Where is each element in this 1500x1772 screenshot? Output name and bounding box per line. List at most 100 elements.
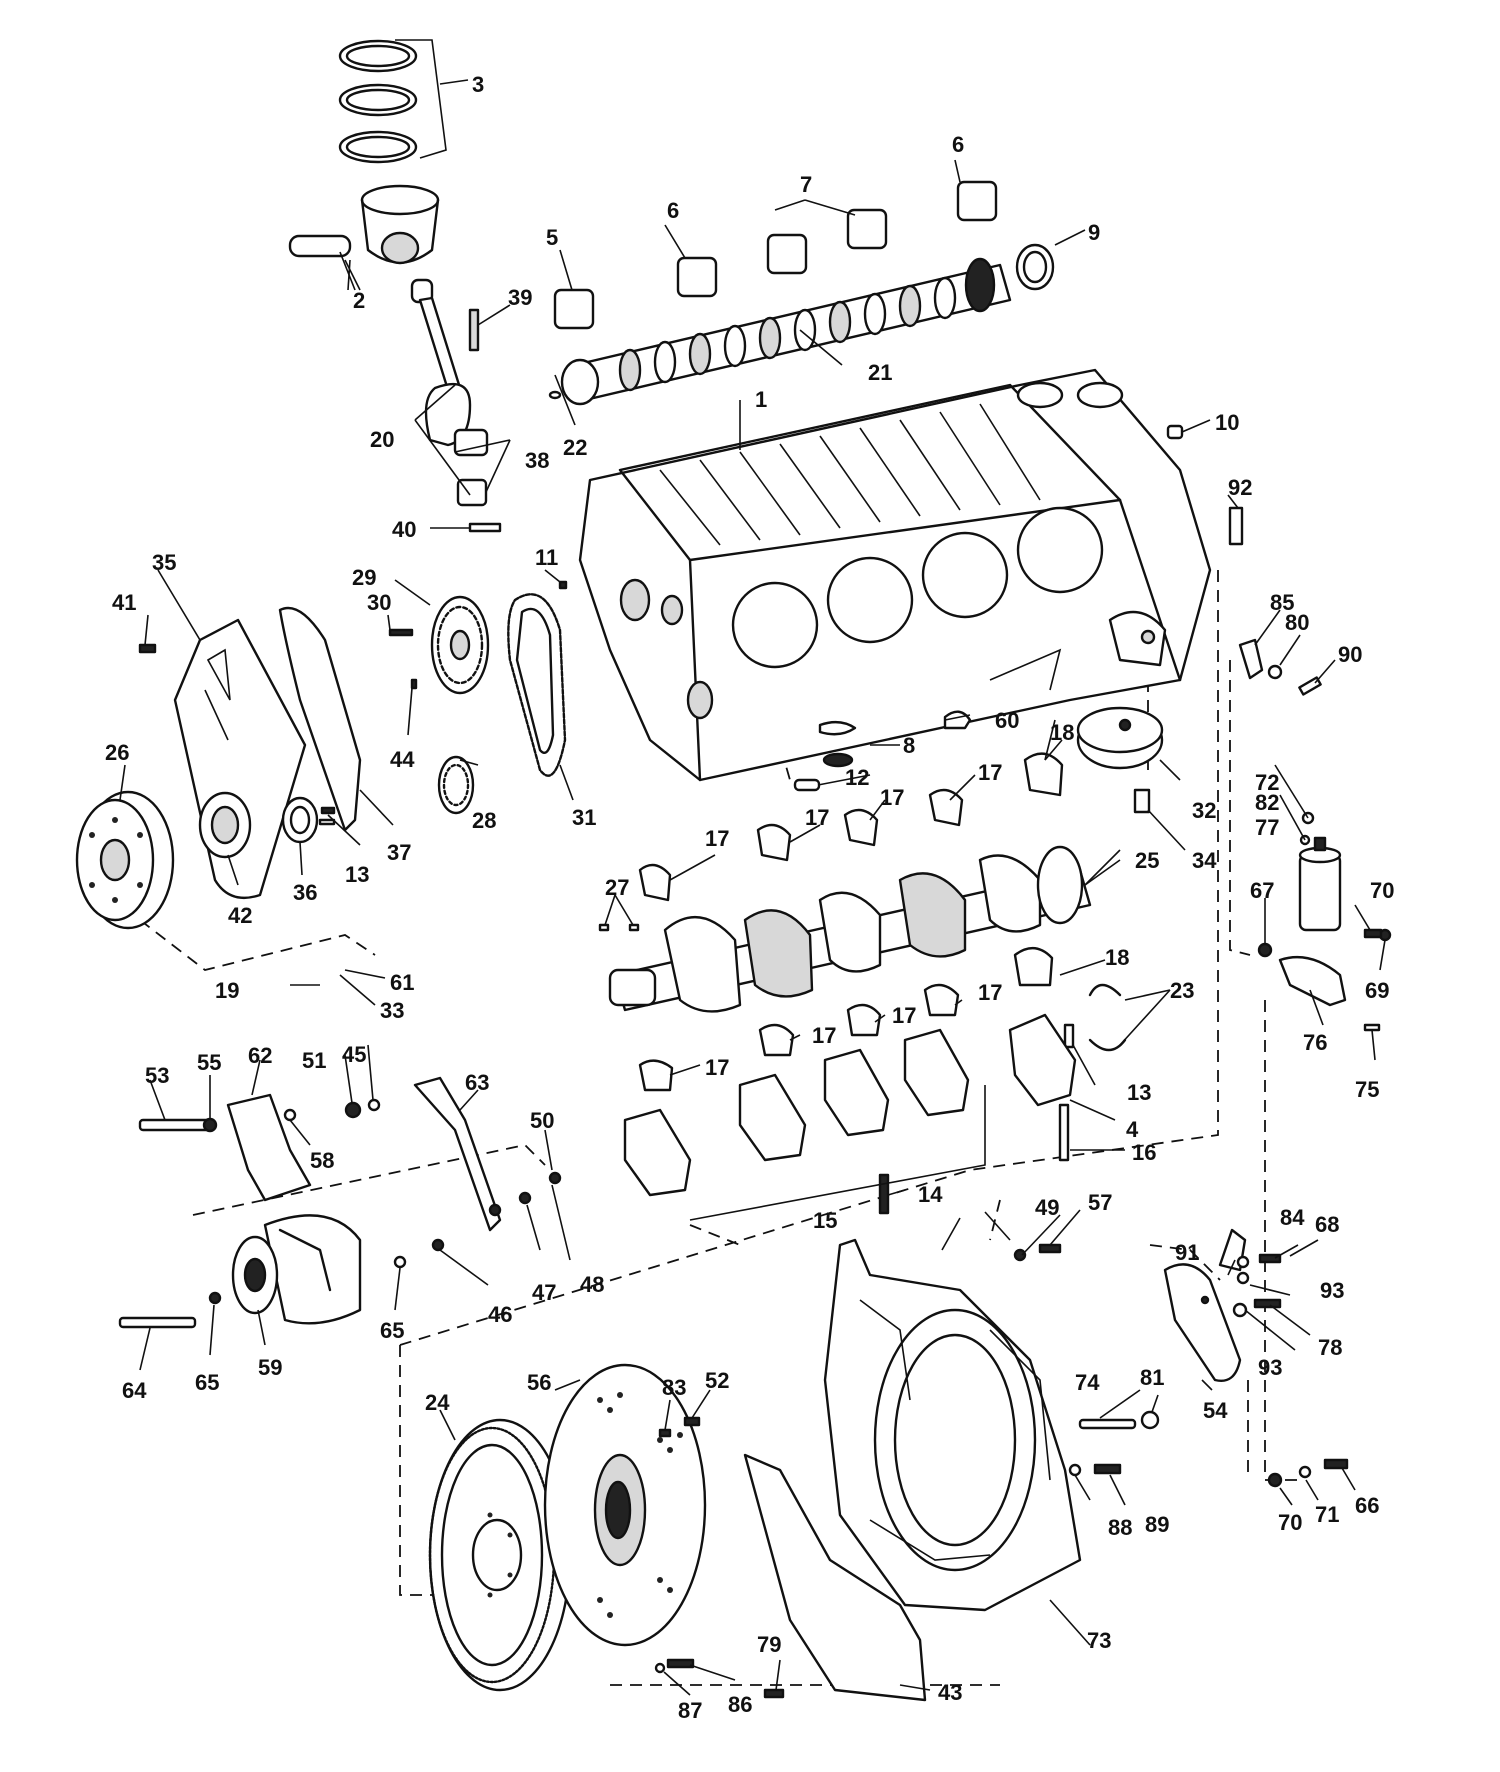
mount-bracket-85 [1238, 638, 1322, 696]
callout-17d: 17 [978, 760, 1002, 785]
main-bearing-shells-upper [638, 752, 1064, 902]
callout-91: 91 [1175, 1240, 1199, 1265]
callout-60: 60 [995, 708, 1019, 733]
callout-82: 82 [1255, 790, 1279, 815]
flywheel-bolts [654, 1658, 695, 1674]
callout-13b: 13 [1127, 1080, 1151, 1105]
callout-21: 21 [868, 360, 892, 385]
leader-lines [119, 79, 1386, 1696]
callout-18a: 18 [1050, 720, 1074, 745]
callout-17g: 17 [892, 1003, 916, 1028]
callout-39: 39 [508, 285, 532, 310]
callout-90: 90 [1338, 642, 1362, 667]
callout-55: 55 [197, 1050, 221, 1075]
callout-10: 10 [1215, 410, 1239, 435]
clutch-disc [543, 1363, 707, 1647]
callout-78: 78 [1318, 1335, 1342, 1360]
key-13 [318, 818, 336, 826]
crank-sprocket [437, 755, 475, 815]
callout-85: 85 [1270, 590, 1294, 615]
callout-77: 77 [1255, 815, 1279, 840]
oil-screen-plate [1076, 706, 1164, 814]
adjusting-strap [413, 1076, 562, 1232]
callout-63: 63 [465, 1070, 489, 1095]
ignition-coil [1298, 811, 1342, 932]
piston [288, 184, 440, 291]
cam-bearings [553, 180, 1055, 330]
callout-35: 35 [152, 550, 176, 575]
bolt-30 [388, 628, 414, 637]
timing-cover-gasket [278, 606, 362, 844]
callout-17b: 17 [805, 805, 829, 830]
crankshaft [598, 845, 1092, 1013]
callout-57: 57 [1088, 1190, 1112, 1215]
callout-75: 75 [1355, 1077, 1379, 1102]
callout-16: 16 [1132, 1140, 1156, 1165]
callout-83: 83 [662, 1375, 686, 1400]
callout-41: 41 [112, 590, 136, 615]
callout-93a: 93 [1320, 1278, 1344, 1303]
callout-29: 29 [352, 565, 376, 590]
callout-26: 26 [105, 740, 129, 765]
callout-51: 51 [302, 1048, 326, 1073]
callout-31: 31 [572, 805, 596, 830]
callout-88: 88 [1108, 1515, 1132, 1540]
callout-12: 12 [845, 765, 869, 790]
callout-34: 34 [1192, 848, 1217, 873]
callout-6a: 6 [667, 198, 679, 223]
callout-7: 7 [800, 172, 812, 197]
main-bearing-caps [623, 1013, 1077, 1221]
callout-52: 52 [705, 1368, 729, 1393]
callout-73: 73 [1087, 1628, 1111, 1653]
callout-11: 11 [535, 545, 558, 570]
callout-53: 53 [145, 1063, 169, 1088]
callout-43: 43 [938, 1680, 962, 1705]
callout-36: 36 [293, 880, 317, 905]
harmonic-balancer [75, 790, 175, 930]
callout-24: 24 [425, 1390, 450, 1415]
callout-44: 44 [390, 747, 415, 772]
piston-rings [338, 39, 447, 164]
callout-89: 89 [1145, 1512, 1169, 1537]
callout-67: 67 [1250, 878, 1274, 903]
callout-76: 76 [1303, 1030, 1327, 1055]
callout-70a: 70 [1370, 878, 1394, 903]
callout-17a: 17 [705, 826, 729, 851]
timing-cover [138, 618, 307, 900]
alternator-bracket [138, 1093, 381, 1202]
callout-84: 84 [1280, 1205, 1305, 1230]
callout-49: 49 [1035, 1195, 1059, 1220]
callout-56: 56 [527, 1370, 551, 1395]
dashed-assembly-lines [139, 570, 1300, 1686]
callout-74: 74 [1075, 1370, 1100, 1395]
callout-64: 64 [122, 1378, 147, 1403]
timing-chain [507, 593, 567, 777]
callout-5: 5 [546, 225, 558, 250]
callout-47: 47 [532, 1280, 556, 1305]
callout-42: 42 [228, 903, 252, 928]
connecting-rod [410, 278, 502, 533]
callout-71: 71 [1315, 1502, 1339, 1527]
callout-59: 59 [258, 1355, 282, 1380]
callout-25: 25 [1135, 848, 1159, 873]
callout-50: 50 [530, 1108, 554, 1133]
callout-3: 3 [472, 72, 484, 97]
main-bearing-shells-lower [638, 947, 1054, 1092]
callout-30: 30 [367, 590, 391, 615]
callout-37: 37 [387, 840, 411, 865]
callout-17e: 17 [705, 1055, 729, 1080]
callout-4: 4 [1126, 1117, 1139, 1142]
alternator [118, 1214, 445, 1329]
callout-40: 40 [392, 517, 416, 542]
callout-2: 2 [353, 288, 365, 313]
callout-15: 15 [813, 1208, 837, 1233]
callout-1: 1 [755, 387, 767, 412]
callout-33: 33 [380, 998, 404, 1023]
callout-28: 28 [472, 808, 496, 833]
callout-22: 22 [563, 435, 587, 460]
inspection-cover [743, 1453, 927, 1702]
callout-6b: 6 [952, 132, 964, 157]
callout-68: 68 [1315, 1212, 1339, 1237]
callout-65a: 65 [195, 1370, 219, 1395]
